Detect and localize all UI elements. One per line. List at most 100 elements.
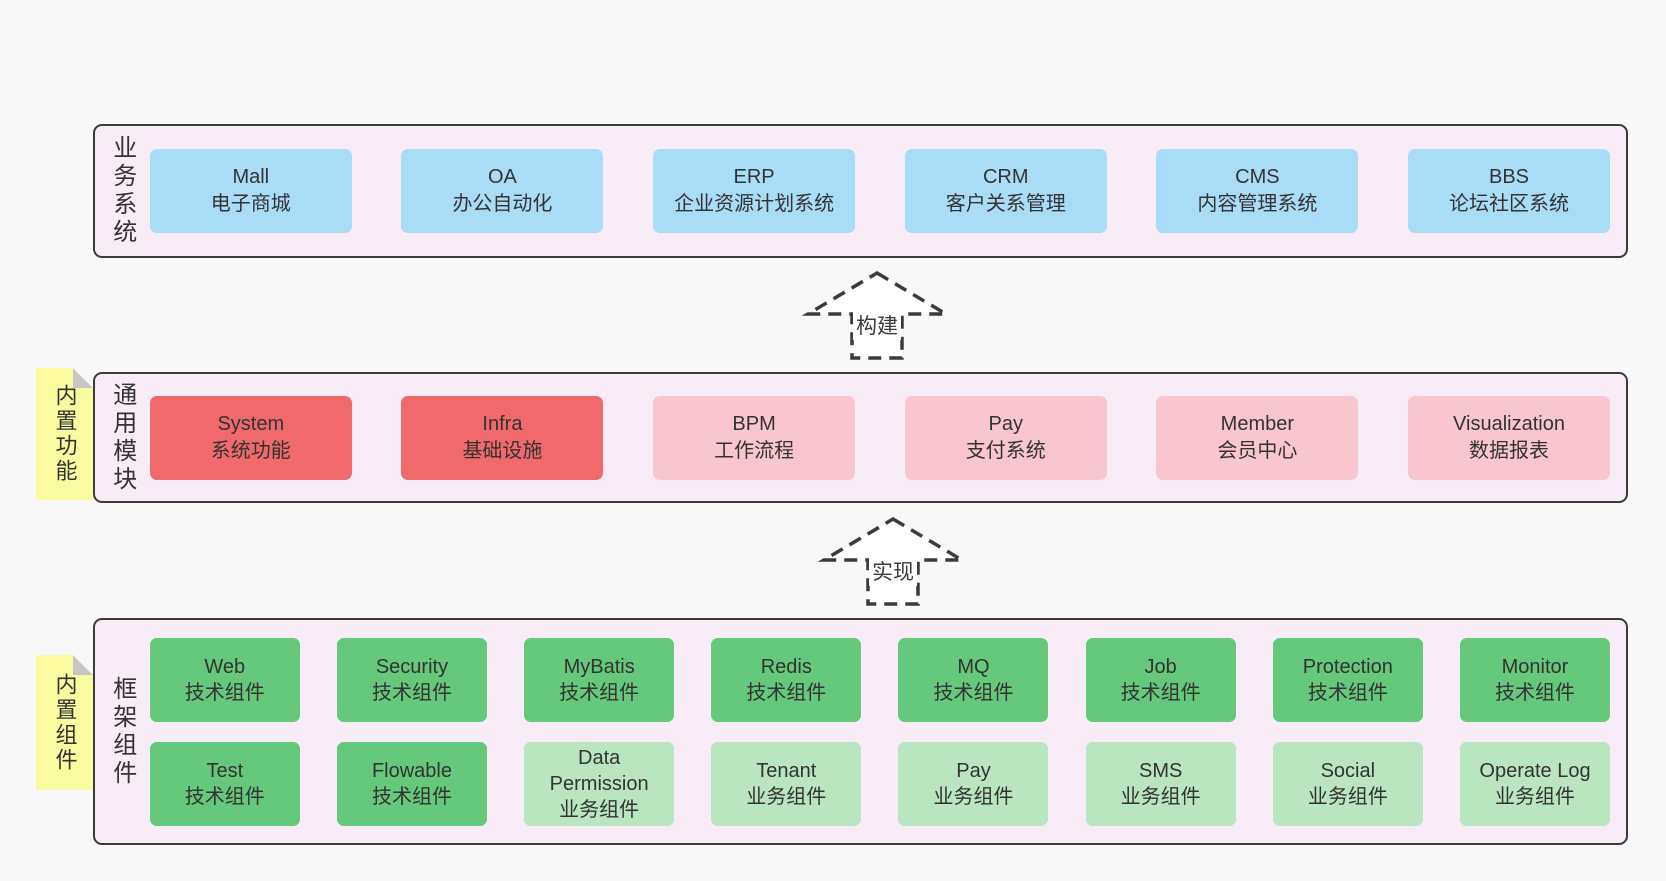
box-social: Social 业务组件 [1272, 741, 1423, 826]
box-name: Web [204, 655, 246, 678]
box-subtitle: 技术组件 [1307, 681, 1388, 704]
box-cms: CMS 内容管理系统 [1156, 149, 1359, 233]
box-subtitle: 技术组件 [746, 681, 827, 704]
box-member: Member 会员中心 [1156, 395, 1359, 480]
box-subtitle: 业务组件 [1120, 785, 1201, 808]
box-name: ERP [733, 166, 775, 188]
box-erp: ERP 企业资源计划系统 [653, 149, 856, 233]
box-operate-log: Operate Log 业务组件 [1460, 741, 1610, 826]
note-built-in-features: 内置功能 [36, 368, 93, 500]
box-name: SMS [1138, 759, 1183, 782]
arrow-implement: 实现 [818, 516, 968, 608]
box-name: Protection [1302, 655, 1393, 678]
box-subtitle: 工作流程 [714, 439, 795, 462]
box-subtitle: 论坛社区系统 [1449, 193, 1569, 215]
box-subtitle: 技术组件 [559, 681, 640, 704]
box-subtitle: 技术组件 [1495, 681, 1575, 704]
box-sms: SMS 业务组件 [1085, 741, 1236, 826]
box-web: Web 技术组件 [149, 637, 300, 722]
box-subtitle: 业务组件 [559, 798, 640, 821]
box-name: Visualization [1453, 412, 1565, 435]
box-subtitle: 办公自动化 [452, 193, 553, 215]
box-subtitle: 业务组件 [1495, 785, 1575, 808]
box-data-permission: Data Permission 业务组件 [524, 741, 675, 826]
section-framework-components: 框架组件 Web 技术组件 Security 技术组件 MyBatis 技术组件… [93, 618, 1628, 845]
box-monitor: Monitor 技术组件 [1460, 637, 1610, 722]
note-built-in-components: 内置组件 [36, 655, 93, 790]
box-subtitle: 会员中心 [1217, 439, 1298, 462]
arrow-build-label: 构建 [853, 310, 901, 340]
box-subtitle: 技术组件 [184, 785, 265, 808]
box-name: BPM [732, 412, 776, 435]
box-subtitle: 内容管理系统 [1197, 193, 1318, 215]
box-subtitle: 系统功能 [210, 439, 291, 462]
box-name: Flowable [371, 759, 452, 782]
box-bbs: BBS 论坛社区系统 [1408, 149, 1610, 233]
box-subtitle: 企业资源计划系统 [674, 193, 835, 215]
box-name: Pay [988, 412, 1023, 435]
box-subtitle: 业务组件 [746, 785, 827, 808]
box-mall: Mall 电子商城 [149, 149, 352, 233]
box-name: MyBatis [563, 655, 635, 678]
box-visualization: Visualization 数据报表 [1408, 395, 1610, 480]
box-name: Infra [482, 412, 523, 435]
box-mybatis: MyBatis 技术组件 [524, 637, 675, 722]
box-name: Data Permission [549, 746, 649, 795]
box-security: Security 技术组件 [336, 637, 487, 722]
box-name: BBS [1488, 166, 1530, 188]
section-common-modules-label: 通用模块 [108, 381, 136, 494]
section-framework-components-label: 框架组件 [108, 675, 136, 788]
box-redis: Redis 技术组件 [711, 637, 862, 722]
box-subtitle: 技术组件 [371, 681, 452, 704]
box-subtitle: 数据报表 [1469, 439, 1549, 462]
box-job: Job 技术组件 [1085, 637, 1236, 722]
section-common-modules: 通用模块 System 系统功能 Infra 基础设施 BPM 工作流程 Pay… [93, 372, 1628, 503]
box-test: Test 技术组件 [149, 741, 300, 826]
box-pay-component: Pay 业务组件 [898, 741, 1049, 826]
biz-components-row: Test 技术组件 Flowable 技术组件 Data Permission … [149, 741, 1610, 826]
box-mq: MQ 技术组件 [898, 637, 1049, 722]
box-name: CRM [982, 166, 1029, 188]
box-name: Tenant [756, 759, 817, 782]
common-modules-row: System 系统功能 Infra 基础设施 BPM 工作流程 Pay 支付系统… [149, 374, 1610, 501]
box-subtitle: 支付系统 [965, 439, 1046, 462]
box-name: Test [206, 759, 244, 782]
box-subtitle: 基础设施 [462, 439, 543, 462]
box-infra: Infra 基础设施 [401, 395, 604, 480]
box-subtitle: 业务组件 [933, 785, 1014, 808]
box-name: Member [1220, 412, 1295, 435]
box-subtitle: 业务组件 [1307, 785, 1388, 808]
box-crm: CRM 客户关系管理 [904, 149, 1107, 233]
box-name: Pay [956, 759, 991, 782]
box-name: Security [375, 655, 449, 678]
business-systems-row: Mall 电子商城 OA 办公自动化 ERP 企业资源计划系统 CRM 客户关系… [149, 126, 1610, 256]
box-name: Social [1320, 759, 1376, 782]
box-name: System [217, 412, 285, 435]
box-bpm: BPM 工作流程 [653, 395, 856, 480]
arrow-implement-label: 实现 [869, 556, 917, 586]
section-business-systems: 业务系统 Mall 电子商城 OA 办公自动化 ERP 企业资源计划系统 CRM… [93, 124, 1628, 258]
box-pay-module: Pay 支付系统 [904, 395, 1107, 480]
tech-components-row: Web 技术组件 Security 技术组件 MyBatis 技术组件 Redi… [149, 637, 1610, 722]
box-subtitle: 技术组件 [184, 681, 265, 704]
box-subtitle: 技术组件 [371, 785, 452, 808]
box-system: System 系统功能 [149, 395, 352, 480]
box-oa: OA 办公自动化 [401, 149, 604, 233]
note-built-in-features-label: 内置功能 [52, 384, 78, 484]
box-name: CMS [1235, 166, 1280, 188]
box-name: Job [1144, 655, 1177, 678]
box-subtitle: 技术组件 [933, 681, 1014, 704]
box-tenant: Tenant 业务组件 [711, 741, 862, 826]
arrow-build: 构建 [802, 270, 952, 362]
box-name: Mall [232, 166, 270, 188]
section-business-systems-label: 业务系统 [108, 135, 136, 247]
box-flowable: Flowable 技术组件 [336, 741, 487, 826]
framework-components-rows: Web 技术组件 Security 技术组件 MyBatis 技术组件 Redi… [149, 620, 1610, 843]
box-subtitle: 技术组件 [1120, 681, 1201, 704]
box-subtitle: 电子商城 [210, 193, 291, 215]
box-subtitle: 客户关系管理 [945, 193, 1066, 215]
box-protection: Protection 技术组件 [1272, 637, 1423, 722]
note-built-in-components-label: 内置组件 [52, 672, 78, 773]
box-name: Monitor [1501, 655, 1569, 678]
box-name: Operate Log [1479, 759, 1591, 782]
